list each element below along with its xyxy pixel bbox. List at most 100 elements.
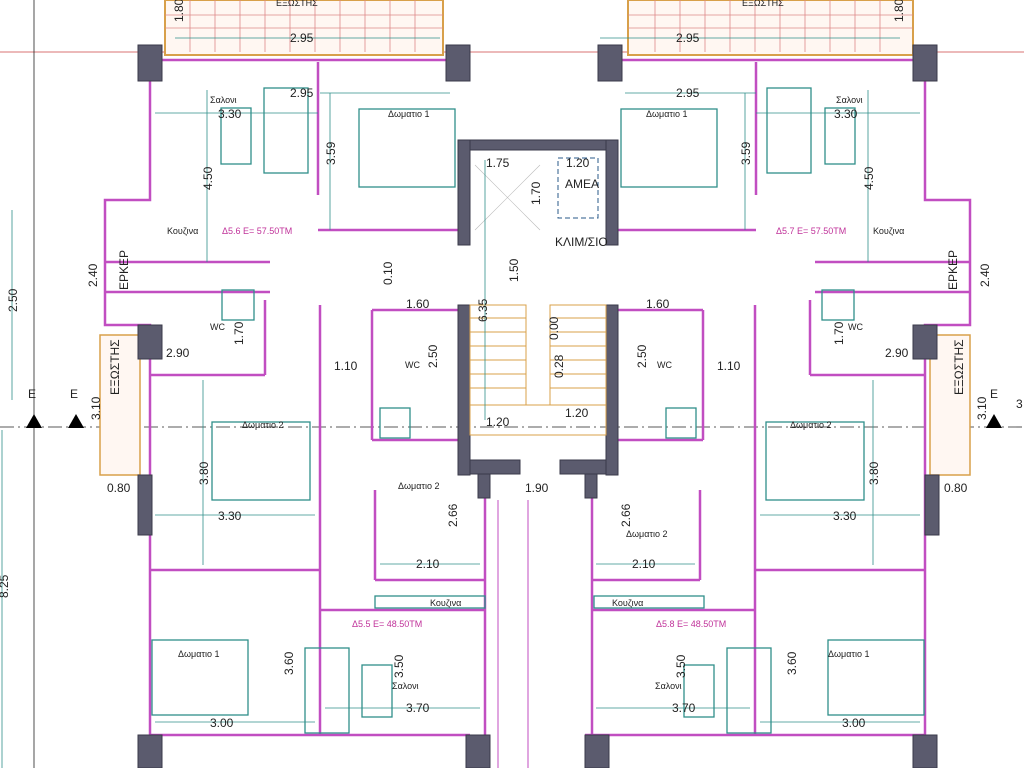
- room-label: Σαλονι: [392, 681, 419, 691]
- dim: 2.50: [635, 344, 649, 368]
- table-icon: [683, 664, 715, 718]
- room-label: Δωματιο 1: [646, 109, 688, 119]
- dim: 1.60: [646, 297, 670, 311]
- room-label: WC: [405, 360, 420, 370]
- room-label: Δωματιο 1: [178, 649, 220, 659]
- room-label: Σαλονι: [655, 681, 682, 691]
- dim-lift-width: 1.75: [486, 156, 510, 170]
- room-label: Δωματιο 2: [626, 529, 668, 539]
- toilet-icon: [221, 289, 255, 321]
- section-label: E: [70, 387, 78, 401]
- balcony-top-left: [164, 0, 444, 56]
- dim: 3.60: [785, 651, 799, 675]
- dim-riser: 0.28: [552, 354, 566, 378]
- dim: 3.10: [89, 396, 103, 420]
- balcony-label: ΕΞΩΣΤΗΣ: [952, 339, 966, 395]
- bed-icon: [765, 421, 865, 501]
- dim: 2.40: [86, 263, 100, 287]
- dim: 3.30: [834, 107, 858, 121]
- columns: [137, 44, 940, 768]
- dim: 3.00: [210, 716, 234, 730]
- dim: 2.90: [166, 346, 190, 360]
- dim-overall: 2.50: [6, 288, 20, 312]
- dim: 2.66: [619, 503, 633, 527]
- bed-icon: [151, 639, 249, 716]
- dim: 3.30: [833, 509, 857, 523]
- unit-mid-left: WC 1.70 2.90 1.60 1.10 WC 2.50 ΕΞΩΣΤΗΣ 3…: [89, 297, 460, 571]
- accessible-lift: [557, 157, 599, 219]
- dim: 4.50: [201, 166, 215, 190]
- erker-label: ΕΡΚΕΡ: [946, 250, 960, 290]
- bed-icon: [827, 639, 925, 716]
- balcony-mid-left: [99, 334, 141, 476]
- dim: 0.10: [381, 261, 395, 285]
- bed-icon: [358, 108, 456, 188]
- dim: 0.80: [944, 481, 968, 495]
- bed-icon: [211, 421, 311, 501]
- sofa-icon: [766, 87, 812, 174]
- toilet-icon: [665, 407, 697, 439]
- dimension-lines: [155, 37, 920, 723]
- balcony-label: ΕΞΩΣΤΗΣ: [108, 339, 122, 395]
- dim: 2.95: [290, 31, 314, 45]
- dim-amea-width: 1.20: [566, 156, 590, 170]
- dim: 2.90: [885, 346, 909, 360]
- room-label: Δωματιο 1: [828, 649, 870, 659]
- furniture: [151, 87, 925, 734]
- dim: 3.70: [406, 701, 430, 715]
- room-label: Δωματιο 1: [388, 109, 430, 119]
- dim: 3.00: [842, 716, 866, 730]
- dim-lift-depth: 1.70: [529, 181, 543, 205]
- dim: 2.95: [290, 86, 314, 100]
- room-label: WC: [210, 322, 225, 332]
- dim-stair-length: 6.35: [476, 298, 490, 322]
- dim: 3.50: [674, 654, 688, 678]
- table-icon: [824, 107, 856, 165]
- dim: 4.50: [862, 166, 876, 190]
- toilet-icon: [821, 289, 855, 321]
- area-label: Δ5.7 Ε= 57.50ΤΜ: [776, 226, 846, 236]
- section-arrow-icon: [68, 414, 84, 428]
- table-icon: [220, 107, 252, 165]
- dim-riser: 0.00: [547, 316, 561, 340]
- unit-bottom-right: Κουζινα Δ5.8 Ε= 48.50ΤΜ Δωματιο 1 3.60 3…: [612, 598, 870, 730]
- dim: 1.10: [334, 359, 358, 373]
- dim: 2.50: [426, 344, 440, 368]
- sofa-icon: [726, 647, 772, 734]
- room-label: Δωματιο 2: [790, 420, 832, 430]
- dim: 1.70: [232, 321, 246, 345]
- dim: 3.80: [197, 461, 211, 485]
- dim: 2.40: [978, 263, 992, 287]
- dim: 3.10: [975, 396, 989, 420]
- dim-flight-right: 1.20: [565, 406, 589, 420]
- dim: 2.95: [676, 31, 700, 45]
- unit-mid-right: WC 1.70 2.90 1.60 1.10 WC 2.50 ΕΞΩΣΤΗΣ 3…: [619, 297, 989, 571]
- section-label-partial: 3: [1016, 397, 1023, 411]
- dim: 1.80: [892, 0, 906, 22]
- dim: 3.60: [282, 651, 296, 675]
- unit-top-left: ΕΞΩΣΤΗΣ 1.80 2.95 2.95 Σαλονι 3.30 Δωματ…: [86, 0, 430, 290]
- dim: 3.30: [218, 509, 242, 523]
- dim: 3.59: [739, 141, 753, 165]
- dim: 2.10: [632, 557, 656, 571]
- section-label: E: [28, 387, 36, 401]
- dim: 3.70: [672, 701, 696, 715]
- section-label: E: [990, 387, 998, 401]
- section-arrow-icon: [986, 414, 1002, 428]
- dim-landing: 1.50: [507, 258, 521, 282]
- dim-entrance: 1.90: [525, 481, 549, 495]
- room-label: Κουζινα: [873, 226, 904, 236]
- amea-label: ΑΜΕΑ: [565, 177, 599, 191]
- dim: 2.95: [676, 86, 700, 100]
- core-labels: 1.75 1.20 ΑΜΕΑ 1.70 ΚΛΙΜ/ΣΙΟ 1.50 6.35 0…: [476, 156, 608, 495]
- dim-overall: 8.25: [0, 574, 11, 598]
- erker-label: ΕΡΚΕΡ: [117, 250, 131, 290]
- sofa-icon: [263, 87, 309, 174]
- room-label: Κουζινα: [167, 226, 198, 236]
- area-label: Δ5.6 Ε= 57.50ΤΜ: [222, 226, 292, 236]
- room-label: Κουζινα: [430, 598, 461, 608]
- sofa-icon: [304, 647, 350, 734]
- section-arrow-icon: [26, 414, 42, 428]
